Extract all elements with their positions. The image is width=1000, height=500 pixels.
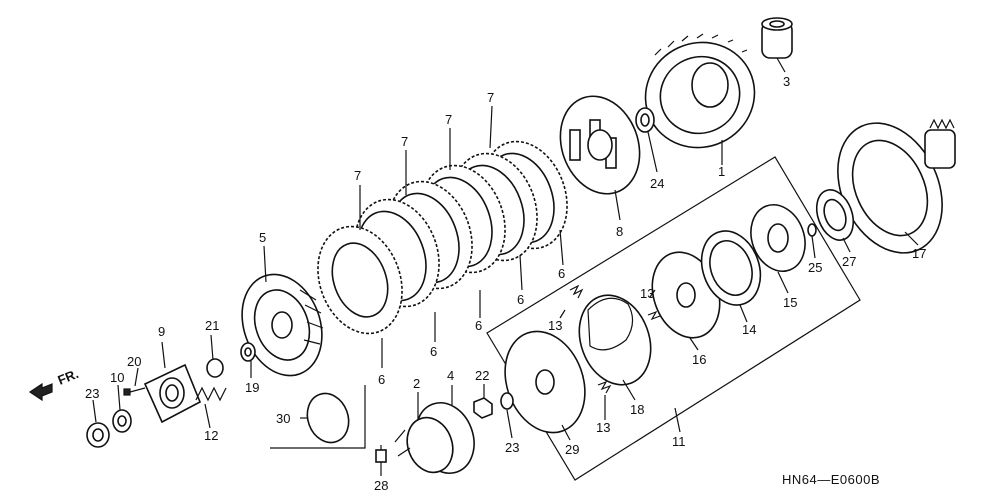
callout-7b: 7: [401, 134, 408, 149]
callout-19: 19: [245, 380, 259, 395]
screw-20: [123, 387, 146, 396]
collar: [761, 17, 793, 59]
callout-2: 2: [413, 376, 420, 391]
centrifugal-clutch-assembly: [504, 204, 806, 434]
clutch-pack-bracket: [270, 385, 366, 449]
callout-27: 27: [842, 254, 856, 269]
washer-23: [500, 392, 514, 410]
callout-30: 30: [276, 411, 290, 426]
bearing-holder: [143, 363, 202, 424]
callout-10: 10: [110, 370, 124, 385]
front-direction-arrow: FR.: [28, 366, 81, 402]
callout-25: 25: [808, 260, 822, 275]
callout-18: 18: [630, 402, 644, 417]
callout-6e: 6: [558, 266, 565, 281]
callout-21: 21: [205, 318, 219, 333]
washer-19: [240, 342, 256, 362]
pressure-plate: [559, 95, 641, 195]
callout-3: 3: [783, 74, 790, 89]
callout-13b: 13: [640, 286, 654, 301]
primary-drive-housing: [837, 118, 956, 254]
svg-text:FR.: FR.: [56, 366, 81, 388]
washer-25: [807, 223, 817, 237]
callout-23b: 23: [85, 386, 99, 401]
callout-9: 9: [158, 324, 165, 339]
callout-6a: 6: [378, 372, 385, 387]
washer-24: [635, 107, 655, 133]
callout-17: 17: [912, 246, 926, 261]
nut-22: [473, 397, 493, 419]
callout-6d: 6: [517, 292, 524, 307]
callout-12: 12: [204, 428, 218, 443]
callout-29: 29: [565, 442, 579, 457]
callout-15: 15: [783, 295, 797, 310]
callout-23a: 23: [505, 440, 519, 455]
callout-7d: 7: [487, 90, 494, 105]
callout-7a: 7: [354, 168, 361, 183]
clutch-center: [241, 273, 324, 377]
spring-12: [195, 386, 227, 402]
diagram-part-code: HN64—E0600B: [782, 472, 880, 487]
one-way-bearing: [815, 189, 855, 241]
o-ring: [306, 392, 350, 444]
callout-24: 24: [650, 176, 664, 191]
callout-28: 28: [374, 478, 388, 493]
bolt-28: [375, 445, 387, 463]
lifter-cam: [394, 402, 475, 474]
clutch-plates: [317, 140, 568, 335]
callout-14: 14: [742, 322, 756, 337]
callout-20: 20: [127, 354, 141, 369]
callout-5: 5: [259, 230, 266, 245]
callout-11: 11: [672, 434, 686, 449]
clutch-outer-gear: [644, 33, 756, 149]
callout-6b: 6: [430, 344, 437, 359]
nut-21: [206, 358, 224, 378]
callout-6c: 6: [475, 318, 482, 333]
callout-labels: 1 2 3 4 5 6 6 6 6 6 7 7 7 7 7 8 9 10 11 …: [85, 74, 926, 493]
callout-22: 22: [475, 368, 489, 383]
oil-seal-26: [86, 422, 110, 448]
leader-lines: [92, 57, 919, 476]
callout-13a: 13: [548, 318, 562, 333]
callout-4: 4: [447, 368, 454, 383]
callout-8: 8: [616, 224, 623, 239]
callout-16: 16: [692, 352, 706, 367]
bearing-10: [112, 409, 132, 433]
callout-7c: 7: [445, 112, 452, 127]
callout-13c: 13: [596, 420, 610, 435]
callout-1: 1: [718, 164, 725, 179]
